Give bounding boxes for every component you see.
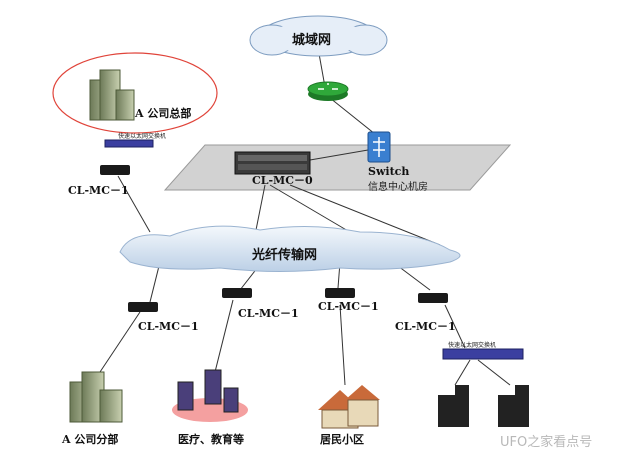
datacenter-platform [163, 144, 512, 191]
hq-switch-icon [104, 139, 154, 148]
branch-3-site-label: 居民小区 [320, 433, 364, 446]
chassis-icon [234, 151, 311, 175]
datacenter-converter-label: CL-MC－0 [252, 174, 313, 187]
residential-icon [318, 385, 380, 429]
branch-building-icon [69, 371, 123, 423]
factory-icon [438, 385, 529, 427]
hq-highlight-ellipse [52, 52, 218, 134]
branch-converter-4 [418, 293, 448, 303]
hq-converter-label: CL-MC－1 [68, 184, 129, 197]
hq-switch-caption: 快速以太网交换机 [118, 133, 167, 140]
router-icon [307, 81, 349, 101]
branch-1-converter-label: CL-MC－1 [138, 320, 199, 333]
fiber-cloud [119, 225, 461, 272]
fiber-cloud-label: 光纤传输网 [252, 248, 318, 263]
branch-2-converter-label: CL-MC－1 [238, 307, 299, 320]
hq-converter-icon [100, 165, 130, 175]
switch-label: Switch [368, 165, 410, 178]
datacenter-room-label: 信息中心机房 [368, 182, 428, 193]
metro-cloud [249, 15, 388, 57]
hq-name-label: A 公司总部 [135, 107, 192, 120]
medical-education-icon [172, 369, 248, 422]
branch-switch-caption: 快速以太网交换机 [448, 342, 497, 349]
branch-converter-3 [325, 288, 355, 298]
branch-converter-2 [222, 288, 252, 298]
connection-lines [99, 47, 511, 386]
branch-3-converter-label: CL-MC－1 [318, 300, 379, 313]
branch-converter-1 [128, 302, 158, 312]
branch-1-site-label: A 公司分部 [62, 433, 119, 446]
metro-cloud-label: 城域网 [292, 33, 332, 48]
branch-2-site-label: 医疗、教育等 [178, 433, 244, 446]
watermark-label: UFO之家看点号 [500, 435, 593, 450]
branch-switch-icon [442, 348, 524, 360]
branch-4-converter-label: CL-MC－1 [395, 320, 456, 333]
hq-building-icon [89, 69, 135, 121]
core-switch-icon [367, 131, 391, 163]
